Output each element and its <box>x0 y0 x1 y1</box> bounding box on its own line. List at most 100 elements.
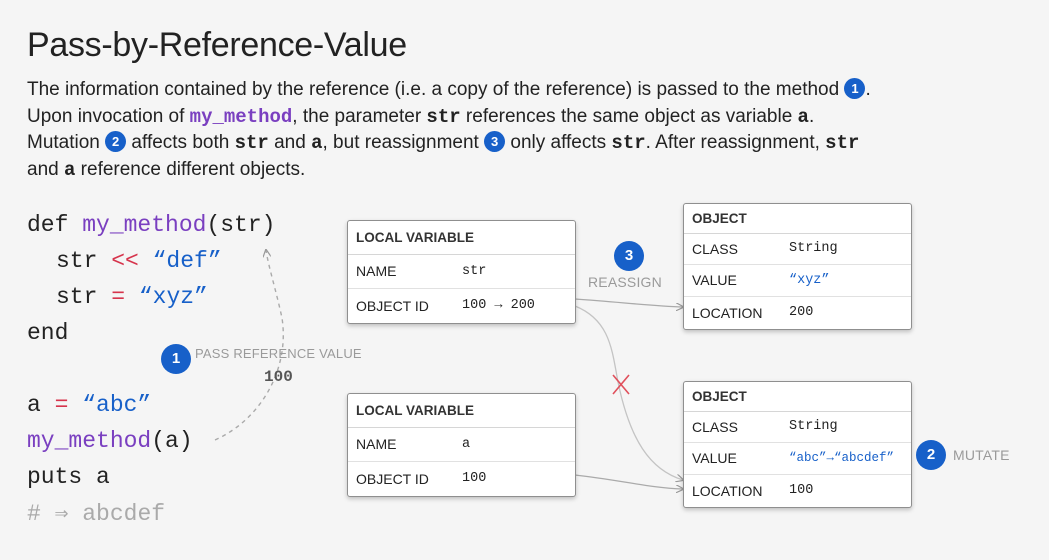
intro-text: . <box>808 105 815 127</box>
code-args: (a) <box>151 428 193 454</box>
location-value: 100 <box>789 483 814 498</box>
reassign-arrow <box>574 298 683 307</box>
intro-line-4: and a reference different objects. <box>27 157 1027 184</box>
page-title: Pass-by-Reference-Value <box>27 26 407 64</box>
value-value: “xyz” <box>789 273 830 288</box>
value-row: VALUE “xyz” <box>684 265 911 297</box>
code-line-5: a = “abc” <box>27 392 151 418</box>
reassign-badge: 3 <box>614 241 644 271</box>
step-badge-3: 3 <box>484 131 506 152</box>
code-keyword: def <box>27 212 83 238</box>
name-row: NAME a <box>348 428 575 462</box>
code-var: str <box>56 284 112 310</box>
local-variable-str-card: LOCAL VARIABLE NAME str OBJECT ID 100 → … <box>347 220 576 324</box>
card-header: OBJECT <box>684 204 911 234</box>
intro-text: affects both <box>126 132 235 153</box>
class-key: CLASS <box>692 241 738 257</box>
code-var-str: str <box>426 105 461 128</box>
intro-text: Upon invocation of <box>27 105 190 127</box>
code-var-str: str <box>611 132 646 154</box>
code-var-a: a <box>63 158 76 181</box>
intro-text: . After reassignment, <box>645 132 826 153</box>
pass-reference-arrow <box>214 250 284 441</box>
code-comment: # ⇒ abcdef <box>27 501 166 527</box>
location-key: LOCATION <box>692 483 763 499</box>
object-id-key: OBJECT ID <box>356 471 429 487</box>
code-string: “def” <box>138 248 222 274</box>
value-row: VALUE “abc”→“abcdef” <box>684 443 911 475</box>
value-key: VALUE <box>692 450 737 466</box>
value-value: “abc”→“abcdef” <box>789 451 895 465</box>
object-id-row: OBJECT ID 100 → 200 <box>348 289 575 323</box>
reassign-label: REASSIGN <box>588 274 662 290</box>
class-value: String <box>789 419 838 434</box>
code-line-7: puts a <box>27 464 110 490</box>
object-id-value: 100 → 200 <box>462 298 535 313</box>
code-operator: = <box>54 392 69 418</box>
intro-text: only affects <box>505 132 612 153</box>
code-var-str: str <box>234 132 269 154</box>
intro-line-3: Mutation 2 affects both str and a, but r… <box>27 130 1027 157</box>
code-line-6: my_method(a) <box>27 428 193 454</box>
step-badge-2: 2 <box>105 131 127 152</box>
location-row: LOCATION 100 <box>684 475 911 507</box>
code-operator: = <box>111 284 126 310</box>
intro-line-1: The information contained by the referen… <box>27 77 1027 104</box>
location-row: LOCATION 200 <box>684 297 911 329</box>
mutate-label: MUTATE <box>953 447 1010 463</box>
card-header: OBJECT <box>684 382 911 412</box>
pass-label: PASS REFERENCE VALUE <box>195 346 362 361</box>
pass-badge: 1 <box>161 344 191 374</box>
code-line-3: str = “xyz” <box>56 284 208 310</box>
card-header: LOCAL VARIABLE <box>348 394 575 428</box>
object-abc-card: OBJECT CLASS String VALUE “abc”→“abcdef”… <box>683 381 912 508</box>
intro-text: references the same object as variable <box>460 105 798 127</box>
code-line-4: end <box>27 320 69 346</box>
code-var: a <box>27 392 55 418</box>
code-var-a: a <box>797 105 809 128</box>
code-var-a: a <box>311 132 323 154</box>
object-id-key: OBJECT ID <box>356 298 429 314</box>
intro-text: and <box>268 132 312 153</box>
code-line-2: str << “def” <box>56 248 222 274</box>
intro-paragraph: The information contained by the referen… <box>27 77 1027 183</box>
local-variable-a-card: LOCAL VARIABLE NAME a OBJECT ID 100 <box>347 393 576 497</box>
class-row: CLASS String <box>684 412 911 443</box>
class-value: String <box>789 241 838 256</box>
step-badge-1: 1 <box>844 78 866 99</box>
intro-text: reference different objects. <box>75 158 306 180</box>
code-method-name: my_method <box>27 428 152 454</box>
pass-value: 100 <box>264 368 293 386</box>
class-key: CLASS <box>692 419 738 435</box>
object-xyz-card: OBJECT CLASS String VALUE “xyz” LOCATION… <box>683 203 912 330</box>
intro-text: . <box>865 79 871 100</box>
class-row: CLASS String <box>684 234 911 265</box>
code-string: “xyz” <box>125 284 208 310</box>
code-var: str <box>56 248 112 274</box>
object-id-value: 100 <box>462 471 487 486</box>
code-string: “abc” <box>68 392 152 418</box>
a-reference-arrow <box>574 474 683 489</box>
intro-text: , but reassignment <box>322 132 485 153</box>
intro-text: Mutation <box>27 132 106 153</box>
mutate-badge: 2 <box>916 440 946 470</box>
code-var-str: str <box>825 132 860 154</box>
location-value: 200 <box>789 305 814 320</box>
intro-text: and <box>27 158 64 180</box>
code-method-name: my_method <box>82 212 207 238</box>
object-id-row: OBJECT ID 100 <box>348 462 575 496</box>
intro-text: , the parameter <box>292 105 427 127</box>
name-key: NAME <box>356 263 397 279</box>
card-header: LOCAL VARIABLE <box>348 221 575 255</box>
code-method-name: my_method <box>189 105 293 128</box>
name-value: a <box>462 437 471 452</box>
intro-text: The information contained by the referen… <box>27 79 845 100</box>
name-key: NAME <box>356 436 397 452</box>
intro-line-2: Upon invocation of my_method, the parame… <box>27 104 1027 131</box>
code-line-1: def my_method(str) <box>27 212 275 238</box>
cross-mark <box>612 374 630 395</box>
name-row: NAME str <box>348 255 575 289</box>
value-key: VALUE <box>692 272 737 288</box>
